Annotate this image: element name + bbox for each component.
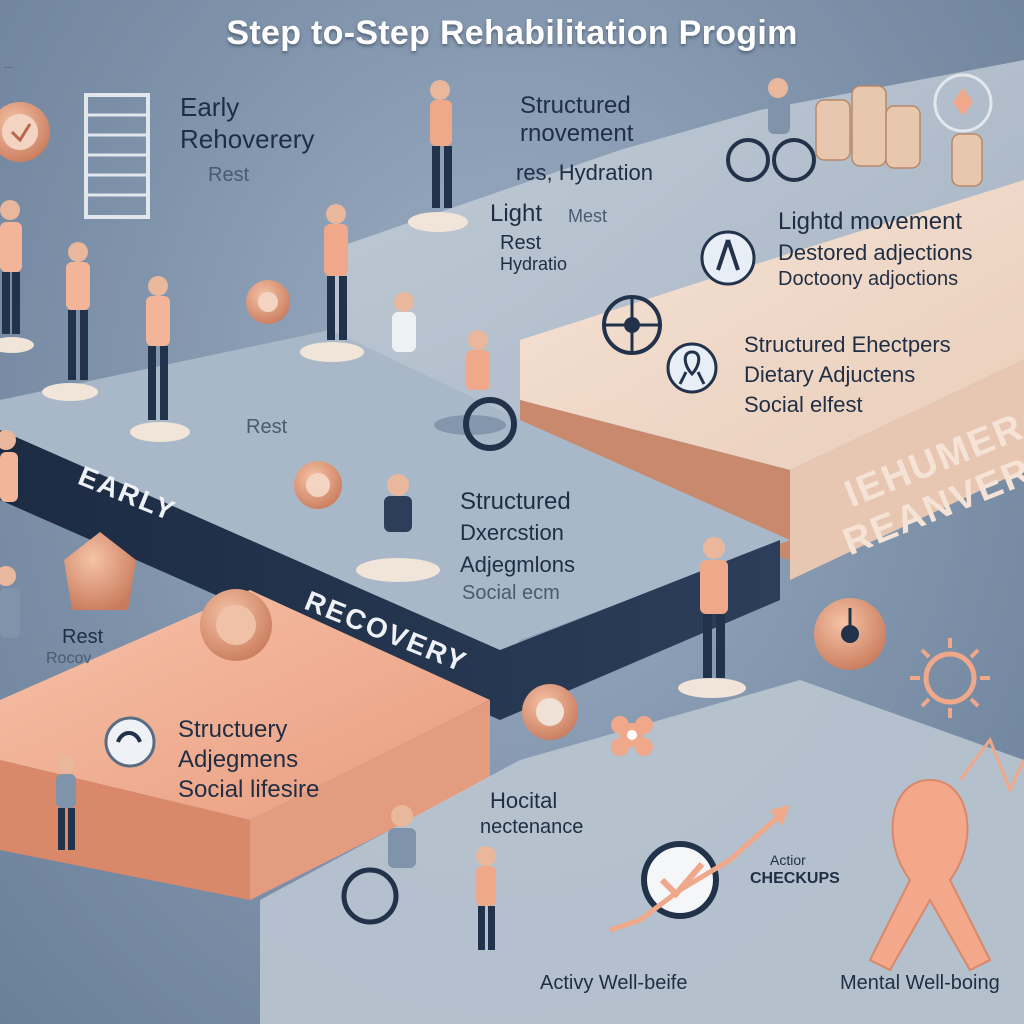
navy-band [0,430,780,720]
progress-arrow [609,813,782,933]
coin-icon-2 [294,461,342,509]
flower-icon [611,716,653,756]
coin-icon-3 [200,589,272,661]
left-rest-line-2: Rocov [46,650,92,667]
gear-icon [522,684,578,740]
right-panel-line-4: Structured Ehectpers [744,332,951,357]
sun-icon [910,638,990,718]
coin-icon-1 [246,280,290,324]
peach-platform-side [250,700,490,900]
footer-right-label: Mental Well-boing [840,972,1000,994]
checkups-line-1: Actior [770,852,806,868]
coin-stacks [815,85,983,187]
mid-rest-label: Rest [246,416,288,438]
right-block-side [790,360,1024,580]
trend-line [958,736,1024,794]
checkups-line-2: CHECKUPS [750,870,840,887]
figure-cyclist [726,78,816,182]
right-panel-line-2: Destored adjections [778,240,973,265]
right-panel-line-6: Social elfest [744,392,863,417]
right-panel-line-3: Doctoony adjoctions [778,268,959,290]
movement-line-2: rnovement [520,120,634,147]
early-recovery-heading-2: Rehoverery [180,124,315,154]
checkmark-circle-icon [641,841,719,919]
hospital-line-1: Hocital [490,788,558,813]
structured-line-2: Dxercstion [460,520,564,545]
structured-line-4: Social ecm [462,582,560,604]
awareness-ribbon [868,778,992,972]
movement-line-6: Rest [500,232,542,254]
wheel-icon [602,295,662,355]
right-panel-line-1: Lightd movement [778,208,963,235]
movement-line-3: res, Hydration [516,160,653,185]
figure-standing-right [678,537,746,698]
page-title: Step to-Step Rehabilitation Progim [226,14,798,52]
right-block-top [520,180,1024,470]
footer-left-label: Activy Well-beife [540,972,688,994]
figure-exercise-pair [392,292,517,451]
ribbon-badge-icon [666,342,718,394]
ribbon-small-icon [700,230,756,286]
house-icon [64,532,136,610]
lower-panel-line-1: Structuery [178,716,288,743]
movement-line-5: Mest [568,206,608,226]
corner-label-top-left: ... [4,60,13,71]
lower-panel-line-3: Social lifesire [178,776,320,803]
early-recovery-heading-1: Early [180,92,240,122]
right-panel-line-5: Dietary Adjuctens [744,362,916,387]
compass-icon [814,598,886,670]
figure-walker-1 [408,80,468,232]
left-rest-line-1: Rest [62,626,104,648]
figure-sitting [356,474,440,582]
figure-wheelchair [341,805,416,925]
figure-walker-bottom [476,846,496,950]
lower-platform [260,680,1024,1024]
figure-group-left [0,200,190,442]
leaf-top-icon [933,73,993,133]
target-icon [0,102,50,162]
early-recovery-sub: Rest [208,164,250,186]
figure-walker-2 [300,204,364,362]
figure-left-edge [0,430,20,638]
check-badge-icon [104,716,156,768]
movement-line-7: Hydratio [500,254,568,274]
hospital-line-2: nectenance [480,816,584,838]
movement-line-1: Structured [520,92,631,119]
movement-line-4: Light [490,200,543,227]
progress-arrow-head [770,805,790,826]
figure-walker-lower-left [56,755,76,850]
ladder-icon [84,93,150,219]
structured-line-1: Structured [460,488,571,515]
structured-line-3: Adjegmlons [460,552,575,577]
lower-panel-line-2: Adjegmens [178,746,299,773]
